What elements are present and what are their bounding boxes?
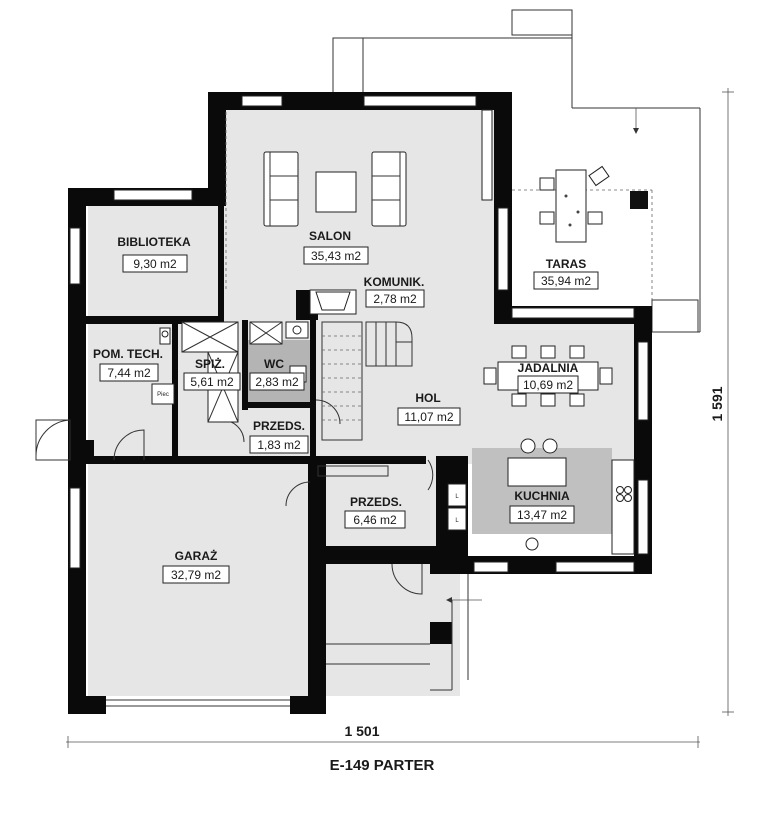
room-name-kuchnia: KUCHNIA	[514, 489, 570, 503]
coffee-table-icon	[315, 171, 357, 213]
room-name-komunik: KOMUNIK.	[364, 275, 425, 289]
width-label: 1 501	[344, 723, 379, 739]
plan-title: E-149 PARTER	[330, 757, 435, 774]
room-area-wc: 2,83 m2	[255, 375, 299, 389]
width-dimension: 1 501	[66, 723, 700, 748]
terrace-table-icon	[539, 165, 648, 243]
room-name-salon: SALON	[309, 229, 351, 243]
sofa-right-icon	[371, 151, 407, 227]
room-name-spiz: SPIŻ.	[195, 356, 225, 371]
room-name-hol: HOL	[415, 391, 440, 405]
room-area-kuchnia: 13,47 m2	[517, 508, 567, 522]
dining-table-icon	[483, 345, 613, 407]
windows	[69, 95, 649, 573]
room-area-hol: 11,07 m2	[404, 410, 453, 424]
room-area-salon: 35,43 m2	[311, 249, 361, 263]
garage-door	[106, 699, 290, 707]
fireplace-icon	[309, 289, 357, 315]
room-area-pom-tech: 7,44 m2	[107, 366, 151, 380]
room-name-garaz: GARAŻ	[175, 548, 218, 563]
room-area-przeds-small: 1,83 m2	[257, 438, 301, 452]
doors	[35, 112, 434, 595]
room-name-taras: TARAS	[546, 257, 586, 271]
room-name-przeds-entry: PRZEDS.	[350, 495, 402, 509]
room-area-garaz: 32,79 m2	[171, 568, 221, 582]
staircase-icon	[321, 321, 413, 441]
room-name-biblioteka: BIBLIOTEKA	[117, 235, 191, 249]
height-label: 1 591	[709, 386, 725, 421]
room-name-pom-tech: POM. TECH.	[93, 347, 163, 361]
appliance-label-2: L	[455, 518, 459, 524]
room-area-biblioteka: 9,30 m2	[133, 257, 177, 271]
room-area-przeds-entry: 6,46 m2	[353, 513, 397, 527]
room-name-jadalnia: JADALNIA	[518, 361, 579, 375]
room-name-wc: WC	[264, 357, 284, 371]
boiler-label: Piec	[157, 392, 169, 398]
room-area-jadalnia: 10,69 m2	[523, 378, 573, 392]
room-name-przeds-small: PRZEDS.	[253, 419, 305, 433]
entry-steps	[326, 574, 482, 691]
room-area-komunik: 2,78 m2	[373, 292, 417, 306]
room-labels: SALON 35,43 m2 BIBLIOTEKA 9,30 m2 KOMUNI…	[93, 229, 599, 584]
room-area-taras: 35,94 m2	[541, 274, 591, 288]
height-dimension: 1 591	[709, 88, 734, 716]
room-area-spiz: 5,61 m2	[190, 375, 234, 389]
appliance-label-1: L	[455, 494, 459, 500]
kitchen-fixtures: L L	[447, 438, 635, 555]
sofa-left-icon	[263, 151, 299, 227]
